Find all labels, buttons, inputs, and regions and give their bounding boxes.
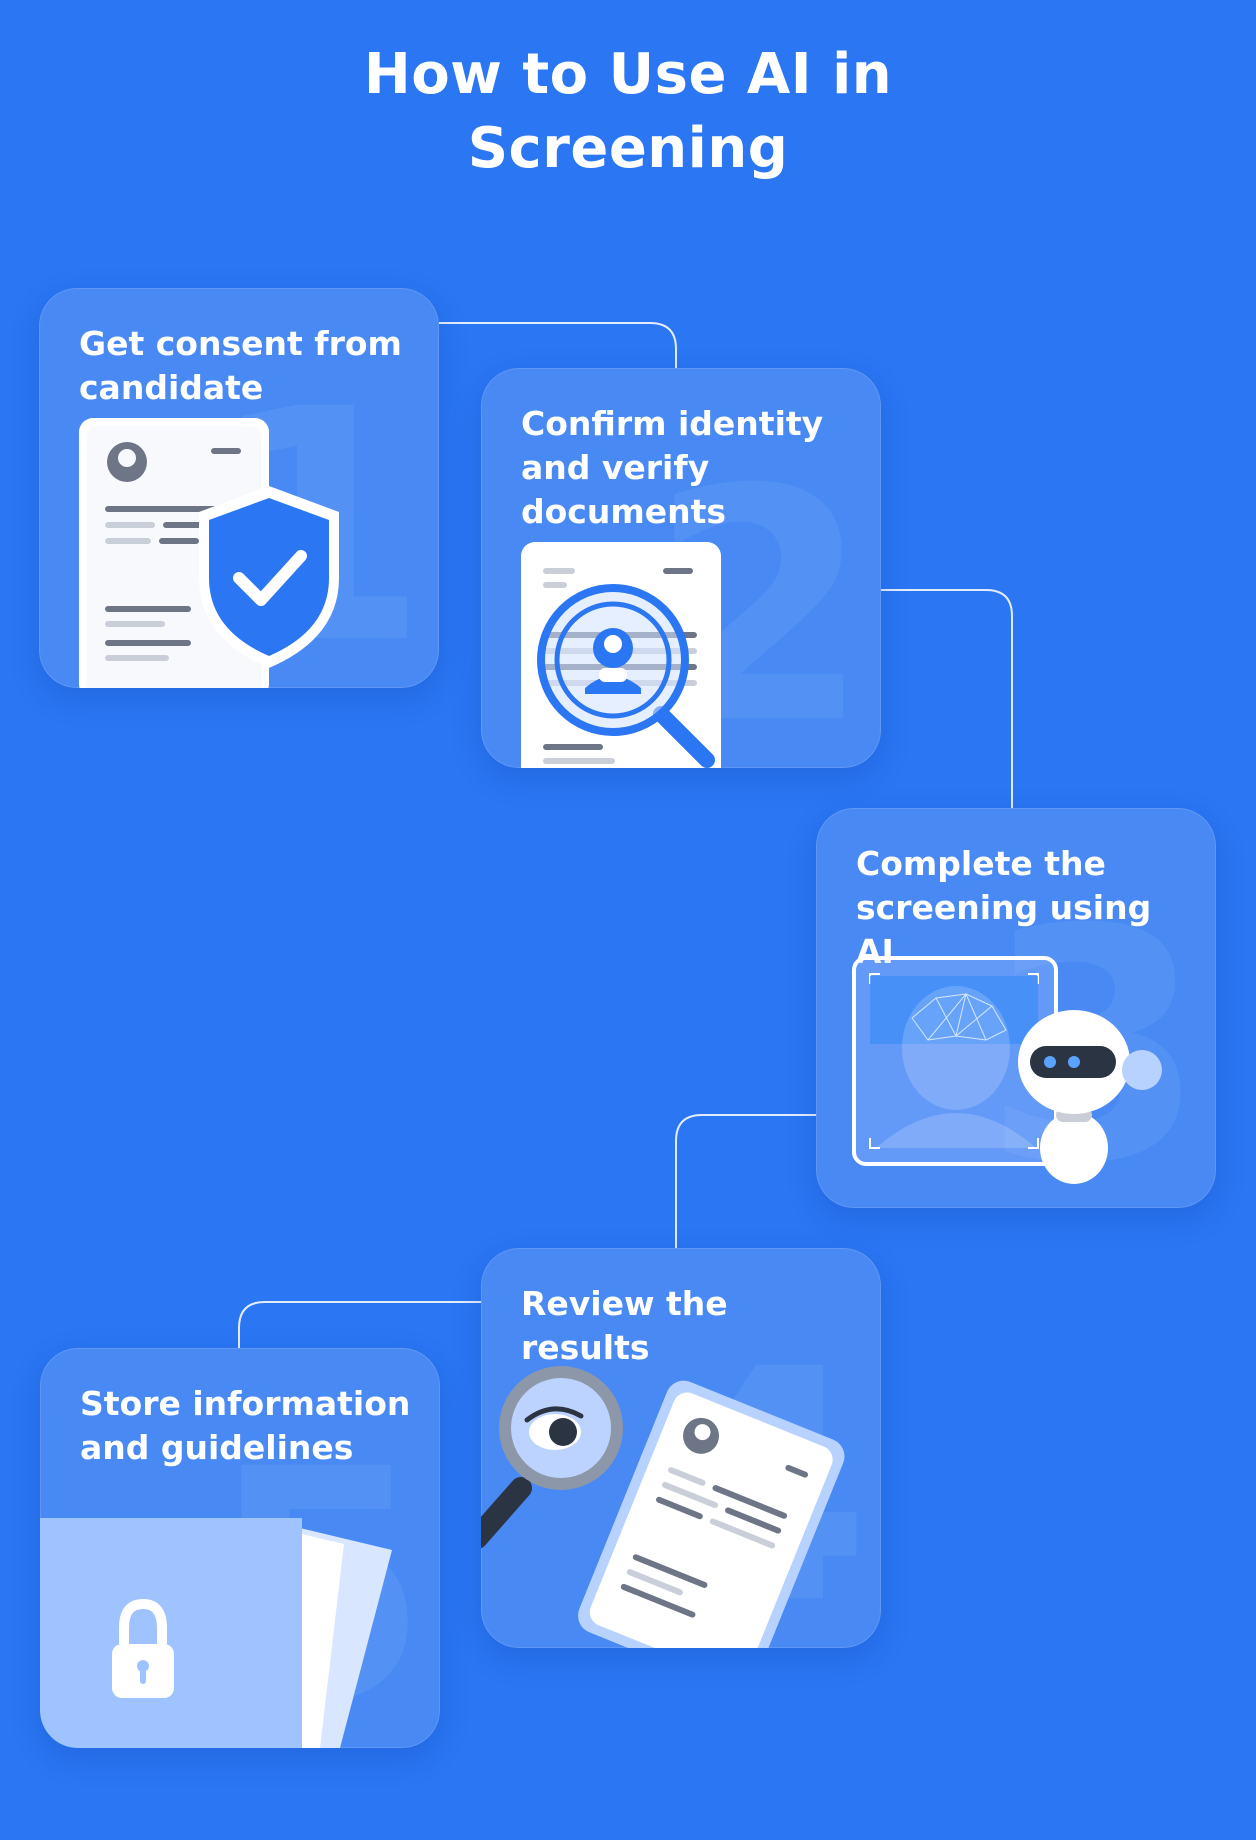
eye-magnifier-icon — [481, 1366, 845, 1648]
step-card-2: 2 Confirm identity and verify documents — [481, 368, 881, 768]
step-card-5: 5 Store information and guidelines — [40, 1348, 440, 1748]
page-title: How to Use AI in Screening — [0, 38, 1256, 186]
step-card-4: 4 Review the results — [481, 1248, 881, 1648]
step-label-5: Store information and guidelines — [80, 1384, 411, 1467]
connector-3-4 — [675, 1114, 816, 1248]
magnifier-document-icon — [521, 542, 721, 768]
connector-2-3 — [881, 589, 1013, 808]
locked-folder-icon — [40, 1518, 392, 1748]
title-line-2: Screening — [467, 116, 789, 181]
step-label-3: Complete the screening using AI — [856, 844, 1152, 971]
step-label-2: Confirm identity and verify documents — [521, 404, 824, 531]
robot-face-scan-icon — [852, 956, 1162, 1184]
connector-1-2 — [439, 322, 677, 368]
shield-check-icon — [79, 418, 339, 688]
step-label-1: Get consent from candidate — [79, 324, 402, 407]
step-card-1: 1 Get consent from candidate — [39, 288, 439, 688]
title-line-1: How to Use AI in — [363, 42, 893, 107]
connector-4-5 — [238, 1301, 481, 1348]
step-card-3: 3 Complete the screening using AI — [816, 808, 1216, 1208]
step-label-4: Review the results — [521, 1284, 728, 1367]
